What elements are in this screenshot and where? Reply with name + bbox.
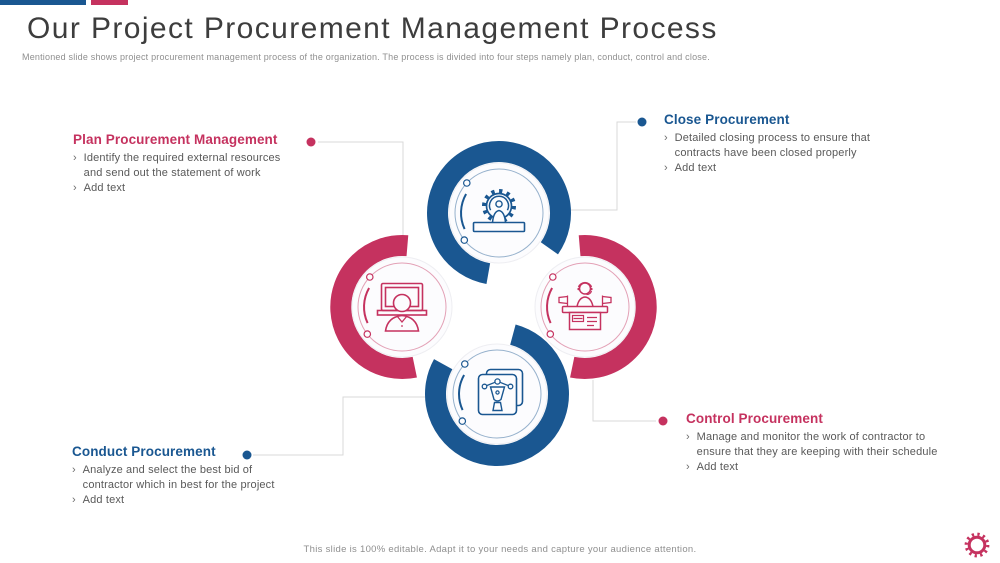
list-item: › Add text [73, 182, 126, 195]
bullet-chevron: › [664, 132, 668, 144]
manager-at-desk-icon [558, 281, 612, 331]
top-accent-bar-blue [0, 0, 86, 5]
top-accent-bar-pink [91, 0, 128, 5]
list-item: › Add text [686, 461, 739, 474]
step-title-control: Control Procurement [686, 411, 823, 426]
pen-tool-pages-icon [477, 368, 524, 416]
gear-worker-icon [472, 189, 526, 233]
step-bullets-close: › Detailed closing process to ensure tha… [664, 131, 909, 176]
connector-dot-control [658, 416, 668, 426]
step-block-control: Control Procurement › Manage and monitor… [686, 411, 976, 476]
step-circle-control [534, 235, 657, 379]
list-item: › Detailed closing process to ensure tha… [664, 132, 871, 159]
step-bullets-conduct: › Analyze and select the best bid of con… [72, 463, 322, 508]
step-block-close: Close Procurement › Detailed closing pro… [664, 112, 909, 177]
step-title-plan: Plan Procurement Management [73, 132, 278, 147]
step-block-plan: Plan Procurement Management › Identify t… [73, 132, 318, 197]
step-title-conduct: Conduct Procurement [72, 444, 216, 459]
bullet-chevron: › [72, 464, 76, 476]
bullet-chevron: › [73, 152, 77, 164]
bullet-chevron: › [686, 431, 690, 443]
connector-control [592, 380, 656, 422]
step-bullets-control: › Manage and monitor the work of contrac… [686, 430, 976, 475]
step-circle-plan [330, 235, 453, 379]
list-item: › Identify the required external resourc… [73, 152, 281, 179]
list-item: › Analyze and select the best bid of con… [72, 464, 275, 491]
bullet-chevron: › [72, 494, 76, 507]
video-conference-person-icon [376, 282, 428, 332]
step-bullets-plan: › Identify the required external resourc… [73, 151, 318, 196]
page-title: Our Project Procurement Management Proce… [27, 12, 718, 45]
list-item: › Add text [664, 162, 717, 175]
connector-close [556, 121, 636, 211]
bullet-chevron: › [73, 182, 77, 195]
step-circle-close [427, 141, 571, 284]
step-circle-conduct [425, 324, 569, 466]
slide-subtitle: Mentioned slide shows project procuremen… [22, 52, 710, 62]
bullet-chevron: › [686, 461, 690, 474]
connector-dot-close [637, 117, 647, 127]
step-title-close: Close Procurement [664, 112, 790, 127]
step-block-conduct: Conduct Procurement › Analyze and select… [72, 444, 322, 509]
list-item: › Manage and monitor the work of contrac… [686, 431, 938, 458]
list-item: › Add text [72, 494, 125, 507]
connector-plan [318, 141, 404, 246]
bullet-chevron: › [664, 162, 668, 175]
editable-note: This slide is 100% editable. Adapt it to… [303, 544, 697, 555]
